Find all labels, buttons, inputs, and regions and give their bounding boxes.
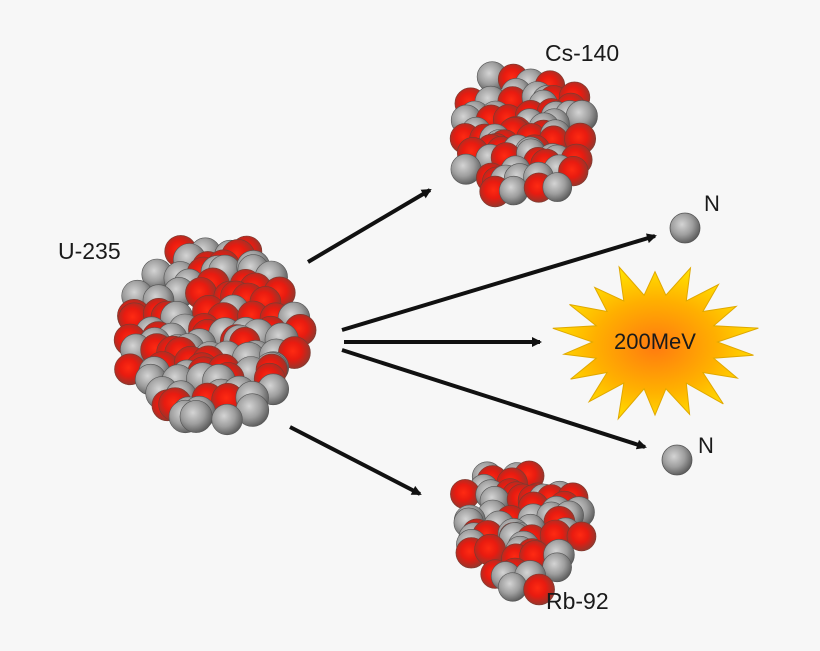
neutron-bottom-label: N xyxy=(698,433,714,458)
rb92-nucleus xyxy=(450,460,597,606)
arrow-to-neutron-top xyxy=(341,233,657,332)
arrow-to-rb92 xyxy=(289,425,422,496)
arrow-to-neutron-bottom xyxy=(341,348,647,450)
cs140-nucleus xyxy=(449,61,598,208)
energy-burst-shape xyxy=(552,265,759,421)
cs140-neutron xyxy=(542,172,573,202)
neutron-top-label: N xyxy=(704,191,720,216)
rb92-proton xyxy=(566,521,597,552)
energy-burst: 200MeV xyxy=(552,265,759,421)
u235-neutron xyxy=(179,400,213,433)
u235-label: U-235 xyxy=(58,238,121,264)
energy-label: 200MeV xyxy=(614,329,696,354)
arrows-group xyxy=(289,188,657,496)
arrow-to-cs140 xyxy=(306,188,432,264)
cs140-label: Cs-140 xyxy=(545,40,620,66)
rb92-proton xyxy=(523,573,555,606)
rb92-neutron xyxy=(497,572,528,602)
rb92-label: Rb-92 xyxy=(546,588,609,614)
free-neutron-top xyxy=(669,212,701,244)
cs140-neutron xyxy=(499,175,529,206)
free-neutron-bottom xyxy=(661,444,693,476)
rb92-proton xyxy=(450,479,481,510)
u235-neutron xyxy=(211,403,243,436)
u235-nucleus xyxy=(113,235,317,436)
